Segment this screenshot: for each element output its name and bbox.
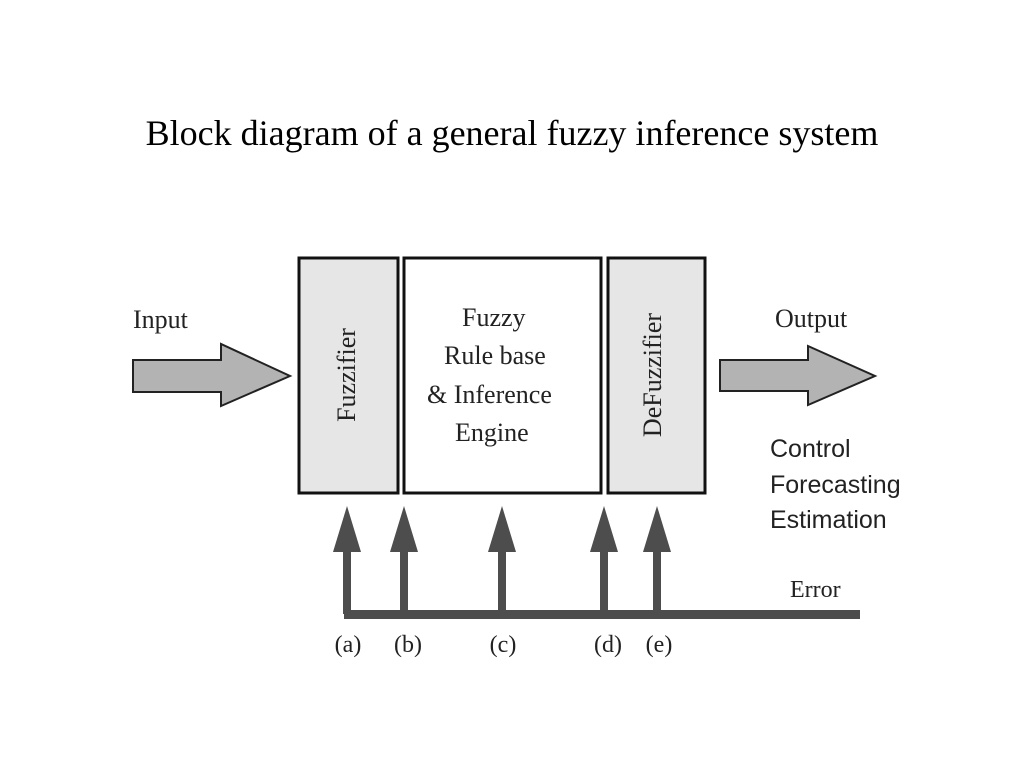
feedback-label-b: (b) bbox=[394, 632, 422, 658]
application-estimation: Estimation bbox=[770, 506, 887, 534]
feedback-arrow-b bbox=[390, 506, 418, 614]
error-bus-line bbox=[344, 610, 860, 619]
defuzzifier-label: DeFuzzifier bbox=[638, 313, 667, 438]
feedback-arrow-e bbox=[643, 506, 671, 614]
feedback-arrow-d bbox=[590, 506, 618, 614]
rule-engine-line-4: Engine bbox=[455, 418, 529, 447]
fuzzifier-block bbox=[297, 256, 400, 495]
feedback-label-c: (c) bbox=[490, 632, 517, 658]
rule-engine-block bbox=[402, 256, 603, 495]
rule-engine-line-3: & Inference bbox=[427, 380, 552, 409]
rule-engine-line-2: Rule base bbox=[444, 341, 546, 370]
rule-engine-line-1: Fuzzy bbox=[462, 303, 526, 332]
page-title: Block diagram of a general fuzzy inferen… bbox=[145, 113, 879, 153]
feedback-label-e: (e) bbox=[646, 632, 673, 658]
application-control: Control bbox=[770, 435, 851, 463]
application-forecasting: Forecasting bbox=[770, 471, 901, 499]
error-label: Error bbox=[790, 577, 841, 603]
feedback-arrow-c bbox=[488, 506, 516, 614]
input-label: Input bbox=[133, 305, 189, 334]
feedback-label-d: (d) bbox=[594, 632, 622, 658]
feedback-label-a: (a) bbox=[335, 632, 362, 658]
defuzzifier-block bbox=[606, 256, 707, 495]
feedback-arrow-a bbox=[333, 506, 361, 614]
fuzzifier-label: Fuzzifier bbox=[332, 328, 361, 422]
output-label: Output bbox=[775, 304, 848, 333]
output-arrow bbox=[719, 344, 878, 407]
input-arrow bbox=[132, 342, 293, 408]
